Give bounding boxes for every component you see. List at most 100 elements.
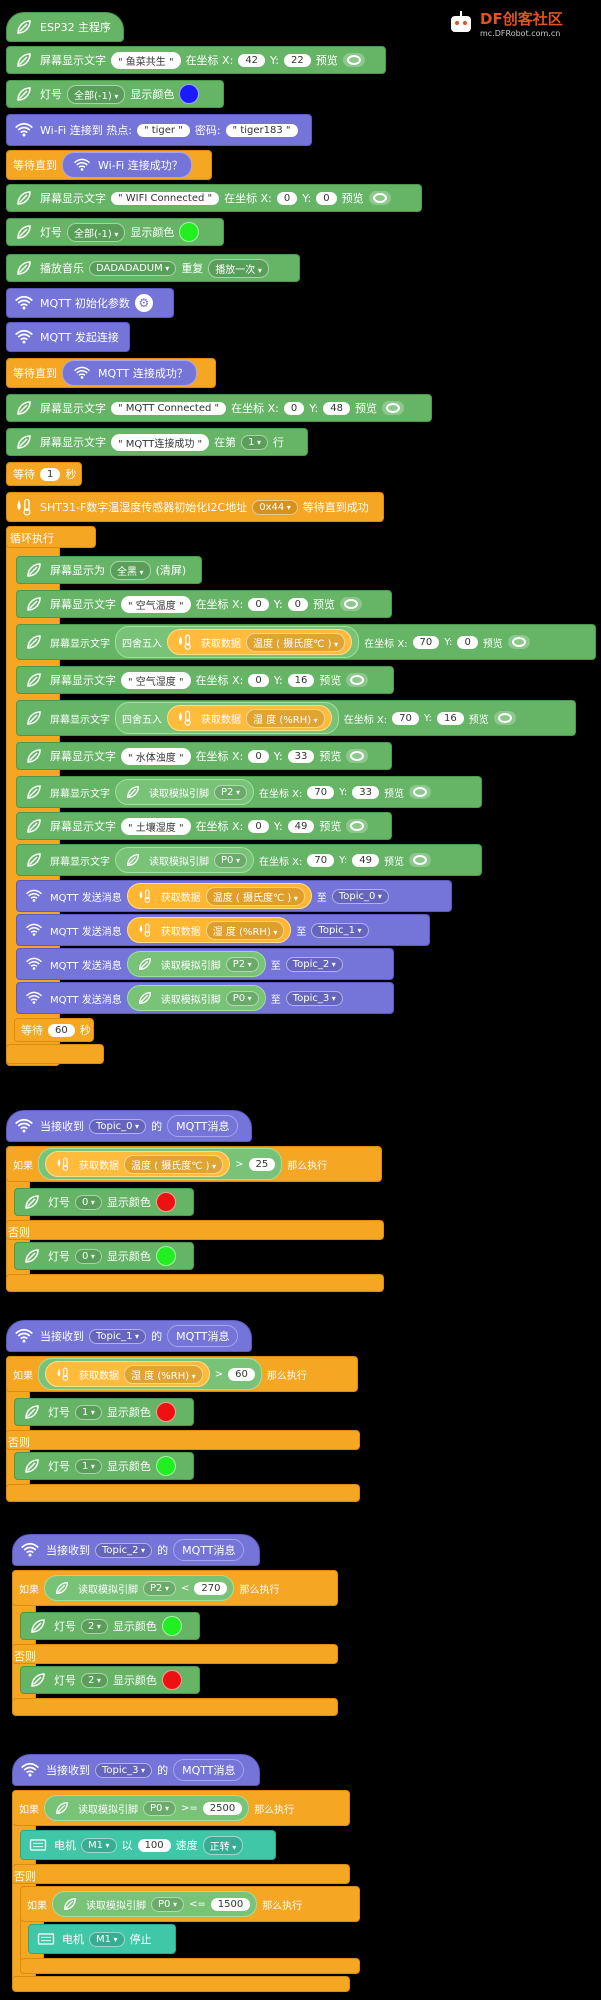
led-color-block[interactable]: 灯号 0 显示颜色 xyxy=(14,1242,194,1270)
led-color-block[interactable]: 灯号 0 显示颜色 xyxy=(14,1188,194,1216)
led-color-block[interactable]: 灯号 1 显示颜色 xyxy=(14,1398,194,1426)
lamp-dropdown[interactable]: 2 xyxy=(81,1618,108,1634)
x-input[interactable]: 0 xyxy=(248,597,269,611)
lamp-dropdown[interactable]: 2 xyxy=(81,1672,108,1688)
screen-color-dropdown[interactable]: 全黑 xyxy=(110,560,151,580)
led-color-block[interactable]: 灯号 1 显示颜色 xyxy=(14,1452,194,1480)
pin-dropdown[interactable]: P0 xyxy=(151,1896,184,1912)
y-input[interactable]: 16 xyxy=(287,673,315,687)
led-color-block[interactable]: 灯号 全部(-1) 显示颜色 xyxy=(6,218,224,246)
text-input[interactable]: " 土壤湿度 " xyxy=(121,817,191,835)
threshold-input[interactable]: 2500 xyxy=(202,1801,243,1815)
mqtt-receive-hat[interactable]: 当接收到 Topic_0 的 MQTT消息 xyxy=(6,1110,252,1142)
wait-until-block[interactable]: 等待直到 Wi-Fi 连接成功？ xyxy=(6,150,212,180)
topic-dropdown[interactable]: Topic_3 xyxy=(95,1762,153,1778)
oled-text-block[interactable]: 屏幕显示文字 " WIFI Connected " 在坐标 X: 0 Y: 0 … xyxy=(6,184,422,212)
motor-dropdown[interactable]: M1 xyxy=(81,1837,117,1853)
mqtt-send-block[interactable]: MQTT 发送消息 获取数据 湿 度 (%RH) 至 Topic_1 xyxy=(16,914,430,946)
motor-run-block[interactable]: 电机 M1 以 100 速度 正转 xyxy=(20,1830,276,1860)
x-input[interactable]: 70 xyxy=(307,785,335,799)
get-data-reporter[interactable]: 获取数据 温度 ( 摄氏度℃ ) xyxy=(167,629,353,655)
motor-dropdown[interactable]: M1 xyxy=(89,1931,125,1947)
color-swatch-red[interactable] xyxy=(161,1670,182,1690)
eye-icon[interactable] xyxy=(493,711,516,725)
play-mode-dropdown[interactable]: 播放一次 xyxy=(208,258,269,278)
mqtt-connected-condition[interactable]: MQTT 连接成功？ xyxy=(62,360,197,386)
pin-dropdown[interactable]: P2 xyxy=(143,1580,176,1596)
get-data-reporter[interactable]: 获取数据 温度 ( 摄氏度℃ ) xyxy=(45,1151,231,1177)
sht31-init-block[interactable]: SHT31-F数字温湿度传感器初始化I2C地址 0x44 等待直到成功 xyxy=(6,492,384,522)
topic-dropdown[interactable]: Topic_2 xyxy=(95,1542,153,1558)
wait-until-block[interactable]: 等待直到 MQTT 连接成功？ xyxy=(6,358,216,388)
seconds-input[interactable]: 1 xyxy=(40,467,61,481)
topic-dropdown[interactable]: Topic_1 xyxy=(89,1328,147,1344)
read-analog-reporter[interactable]: 读取模拟引脚 P2 xyxy=(115,779,254,805)
field-dropdown[interactable]: 湿 度 (%RH) xyxy=(205,920,285,940)
lamp-dropdown[interactable]: 0 xyxy=(75,1194,102,1210)
x-input[interactable]: 42 xyxy=(238,53,266,67)
oled-text-block[interactable]: 屏幕显示文字 " 鱼菜共生 " 在坐标 X: 42 Y: 22 预览 xyxy=(6,46,386,74)
get-data-reporter[interactable]: 获取数据 湿 度 (%RH) xyxy=(126,917,292,943)
eye-icon[interactable] xyxy=(507,635,530,649)
x-input[interactable]: 70 xyxy=(307,853,335,867)
y-input[interactable]: 0 xyxy=(316,191,337,205)
oled-text-block[interactable]: 屏幕显示文字 " 土壤湿度 " 在坐标 X: 0 Y: 49 预览 xyxy=(16,812,392,840)
mqtt-send-block[interactable]: MQTT 发送消息 读取模拟引脚 P2 至 Topic_2 xyxy=(16,948,394,980)
lamp-dropdown[interactable]: 0 xyxy=(75,1248,102,1264)
field-dropdown[interactable]: 温度 ( 摄氏度℃ ) xyxy=(205,886,305,906)
compare-condition[interactable]: 读取模拟引脚 P0 <= 1500 xyxy=(52,1891,258,1917)
mqtt-receive-hat[interactable]: 当接收到 Topic_2 的 MQTT消息 xyxy=(12,1534,260,1566)
read-analog-reporter[interactable]: 读取模拟引脚 P0 xyxy=(115,847,254,873)
eye-icon[interactable] xyxy=(342,53,365,67)
mqtt-receive-hat[interactable]: 当接收到 Topic_1 的 MQTT消息 xyxy=(6,1320,252,1352)
oled-round-temp-block[interactable]: 屏幕显示文字 四舍五入 获取数据 温度 ( 摄氏度℃ ) 在坐标 X: 70 Y… xyxy=(16,624,596,660)
pin-dropdown[interactable]: P0 xyxy=(143,1800,176,1816)
x-input[interactable]: 0 xyxy=(248,673,269,687)
y-input[interactable]: 0 xyxy=(287,597,309,611)
oled-row-text-block[interactable]: 屏幕显示文字 " MQTT连接成功 " 在第 1 行 xyxy=(6,428,308,456)
oled-analog-p2-block[interactable]: 屏幕显示文字 读取模拟引脚 P2 在坐标 X: 70 Y: 33 预览 xyxy=(16,776,482,808)
topic-dropdown[interactable]: Topic_3 xyxy=(285,990,343,1006)
read-analog-reporter[interactable]: 读取模拟引脚 P2 xyxy=(126,951,266,977)
mqtt-init-block[interactable]: MQTT 初始化参数 ⚙ xyxy=(6,288,174,318)
threshold-input[interactable]: 270 xyxy=(194,1581,228,1595)
get-data-reporter[interactable]: 获取数据 湿 度 (%RH) xyxy=(45,1361,210,1387)
pin-dropdown[interactable]: P0 xyxy=(214,852,247,868)
topic-dropdown[interactable]: Topic_2 xyxy=(285,956,343,972)
mqtt-send-block[interactable]: MQTT 发送消息 获取数据 温度 ( 摄氏度℃ ) 至 Topic_0 xyxy=(16,880,452,912)
text-input[interactable]: " 空气温度 " xyxy=(121,595,191,613)
field-dropdown[interactable]: 温度 ( 摄氏度℃ ) xyxy=(124,1154,224,1174)
compare-condition[interactable]: 获取数据 湿 度 (%RH) > 60 xyxy=(38,1358,262,1390)
oled-round-humidity-block[interactable]: 屏幕显示文字 四舍五入 获取数据 湿 度 (%RH) 在坐标 X: 70 Y: … xyxy=(16,700,576,736)
wait-seconds-block[interactable]: 等待 1 秒 xyxy=(6,462,82,486)
esp32-main-hat[interactable]: ESP32 主程序 xyxy=(6,12,124,42)
lamp-dropdown[interactable]: 1 xyxy=(75,1404,102,1420)
y-input[interactable]: 22 xyxy=(284,53,311,67)
if-header[interactable]: 如果 读取模拟引脚 P0 >= 2500 那么执行 xyxy=(12,1790,350,1826)
mqtt-connect-block[interactable]: MQTT 发起连接 xyxy=(6,322,130,352)
mqtt-message-reporter[interactable]: MQTT消息 xyxy=(167,1115,239,1137)
color-swatch-blue[interactable] xyxy=(179,84,200,104)
gear-icon[interactable]: ⚙ xyxy=(134,294,153,312)
password-input[interactable]: " tiger183 " xyxy=(225,123,298,137)
ssid-input[interactable]: " tiger " xyxy=(136,123,190,137)
text-input[interactable]: " 水体浊度 " xyxy=(121,747,191,765)
text-input[interactable]: " WIFI Connected " xyxy=(111,191,220,205)
led-color-block[interactable]: 灯号 全部(-1) 显示颜色 xyxy=(6,80,224,108)
x-input[interactable]: 70 xyxy=(392,711,419,725)
x-input[interactable]: 0 xyxy=(248,819,269,833)
text-input[interactable]: " 空气湿度 " xyxy=(121,671,191,689)
if-header[interactable]: 如果 获取数据 温度 ( 摄氏度℃ ) > 25 那么执行 xyxy=(6,1146,382,1182)
lamp-dropdown[interactable]: 1 xyxy=(75,1458,102,1474)
threshold-input[interactable]: 1500 xyxy=(210,1897,251,1911)
y-input[interactable]: 33 xyxy=(352,785,379,799)
oled-text-block[interactable]: 屏幕显示文字 " 水体浊度 " 在坐标 X: 0 Y: 33 预览 xyxy=(16,742,392,770)
i2c-address-dropdown[interactable]: 0x44 xyxy=(252,499,298,515)
get-data-reporter[interactable]: 获取数据 湿 度 (%RH) xyxy=(167,705,332,731)
color-swatch-green[interactable] xyxy=(155,1456,176,1476)
pin-dropdown[interactable]: P2 xyxy=(214,784,247,800)
compare-condition[interactable]: 读取模拟引脚 P0 >= 2500 xyxy=(44,1795,250,1821)
compare-condition[interactable]: 读取模拟引脚 P2 < 270 xyxy=(44,1575,235,1601)
get-data-reporter[interactable]: 获取数据 温度 ( 摄氏度℃ ) xyxy=(126,883,312,909)
threshold-input[interactable]: 60 xyxy=(228,1367,255,1381)
